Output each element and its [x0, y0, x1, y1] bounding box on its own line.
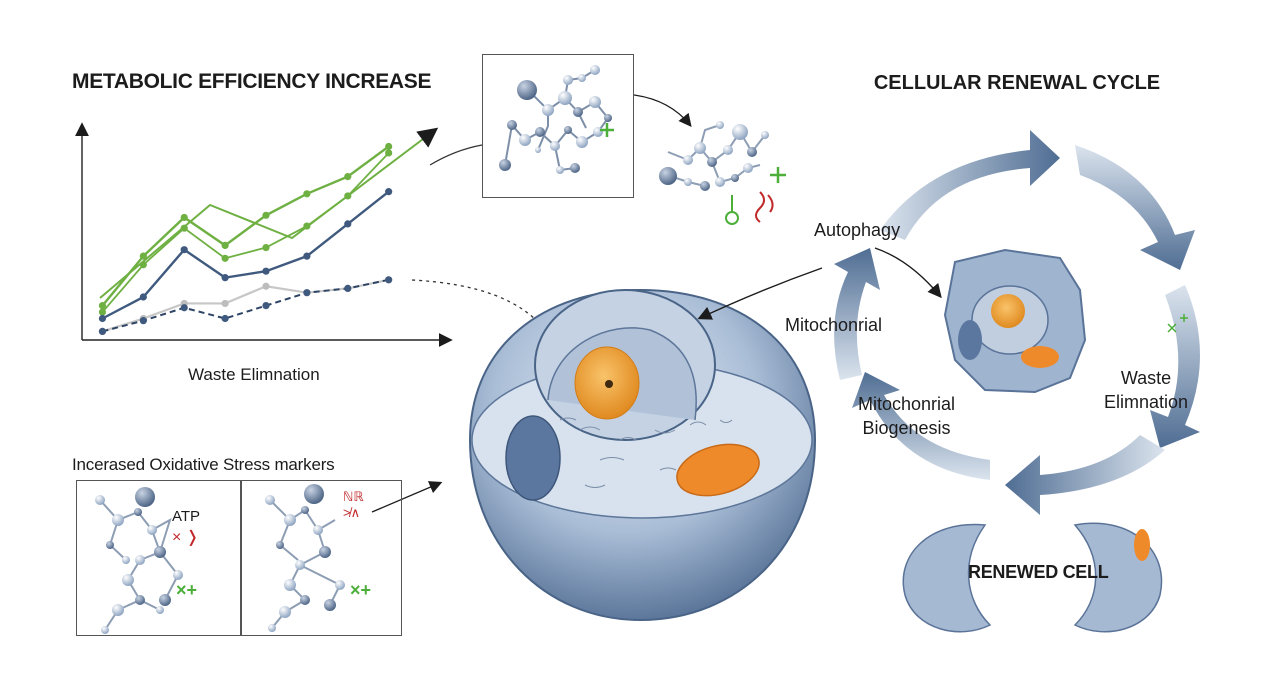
- waste-line-2: Elimnation: [1104, 392, 1189, 412]
- biogenesis-line-1: Mitochonrial: [858, 394, 956, 414]
- green-plus-icon: [770, 167, 786, 183]
- series-3-point-4: [221, 274, 229, 282]
- series-5-point-8: [385, 276, 393, 284]
- stress-atoms-left: [95, 487, 183, 634]
- series-1-point-6: [303, 190, 311, 198]
- series-1-point-8: [385, 142, 393, 151]
- series-1-point-4: [221, 241, 229, 249]
- chart-title: METABOLIC EFFICIENCY INCREASE: [72, 70, 432, 93]
- series-2-point-1: [98, 308, 107, 316]
- trend-arrow: [99, 127, 439, 299]
- chart-to-molecule-connector: [429, 144, 483, 166]
- red-squiggle-icon: [755, 191, 774, 223]
- molecule-panel: [482, 54, 634, 198]
- mitochondrial-label: Mitochonrial: [785, 315, 883, 335]
- chart-x-axis-label: Waste Elimnation: [188, 365, 320, 384]
- left-red-marker: × ❭: [172, 529, 200, 546]
- series-3-point-6: [303, 252, 311, 260]
- waste-elimination-label: Waste Elimnation: [1104, 366, 1188, 414]
- series-1-point-2: [139, 252, 147, 260]
- transformed-molecule: [667, 124, 766, 187]
- series-2-point-4: [221, 254, 229, 262]
- molecule-box-plus-icon: [600, 123, 614, 137]
- series-1-point-1: [98, 302, 107, 310]
- series-5-point-7: [344, 284, 352, 292]
- molecule-transform-arrow: [633, 94, 692, 128]
- renewal-cycle-title: CELLULAR RENEWAL CYCLE: [873, 72, 1161, 94]
- series-line-3: [101, 190, 390, 320]
- chart-axes: [75, 122, 453, 347]
- renewed-cell-halves: [902, 522, 1163, 633]
- green-check-icon: [725, 195, 739, 225]
- left-green-marker: ×+: [176, 580, 198, 600]
- renewed-cell-label: RENEWED CELL: [968, 562, 1109, 582]
- series-5-point-6: [303, 289, 311, 297]
- series-5-point-3: [180, 304, 188, 312]
- cycle-to-cell-arrow: [697, 267, 823, 320]
- cycle-cell: [943, 248, 1087, 394]
- autophagy-to-cell-arrow: [874, 247, 942, 299]
- chart-series-group: [98, 142, 393, 335]
- stress-markers-title: Incerased Oxidative Stress markers: [72, 455, 335, 474]
- series-2-point-8: [385, 149, 393, 157]
- series-2-point-5: [262, 243, 270, 252]
- transformed-molecule-atoms: [659, 121, 769, 191]
- right-green-marker: ×+: [350, 580, 372, 600]
- stress-markers-panel: [76, 480, 402, 636]
- atp-label: ATP: [172, 508, 201, 525]
- autophagy-label: Autophagy: [814, 220, 901, 240]
- stress-panel-divider: [240, 480, 242, 635]
- stress-to-cell-arrow: [371, 481, 443, 513]
- series-1-point-3: [180, 213, 188, 222]
- cycle-sparkle-icon: [1167, 314, 1188, 333]
- series-3-point-2: [139, 293, 147, 301]
- biogenesis-line-2: Biogenesis: [862, 418, 951, 438]
- waste-line-1: Waste: [1120, 368, 1172, 388]
- right-red-marker: ℕℝ ≯∧: [343, 489, 364, 520]
- series-3-point-3: [180, 246, 188, 254]
- main-cell: [468, 288, 817, 622]
- stress-atoms-right: [265, 484, 345, 632]
- series-4-point-5: [262, 282, 270, 290]
- series-5-point-5: [262, 302, 270, 310]
- renewal-cycle-arrows: [834, 130, 1200, 515]
- series-1-point-7: [344, 173, 352, 181]
- series-5-point-1: [98, 327, 107, 335]
- series-3-point-5: [262, 267, 270, 275]
- series-3-point-1: [98, 314, 107, 323]
- series-4-point-4: [221, 299, 229, 308]
- series-3-point-8: [385, 188, 393, 196]
- chart-to-cell-dotted-arrow: [411, 279, 547, 333]
- series-line-1: [101, 145, 390, 307]
- series-5-point-4: [221, 314, 229, 323]
- series-1-point-5: [262, 211, 270, 219]
- series-5-point-2: [139, 317, 147, 325]
- series-line-4: [102, 278, 389, 333]
- mitochondrial-biogenesis-label: Mitochonrial Biogenesis: [858, 392, 955, 440]
- series-3-point-7: [344, 220, 352, 228]
- molecule-atoms: [499, 65, 612, 174]
